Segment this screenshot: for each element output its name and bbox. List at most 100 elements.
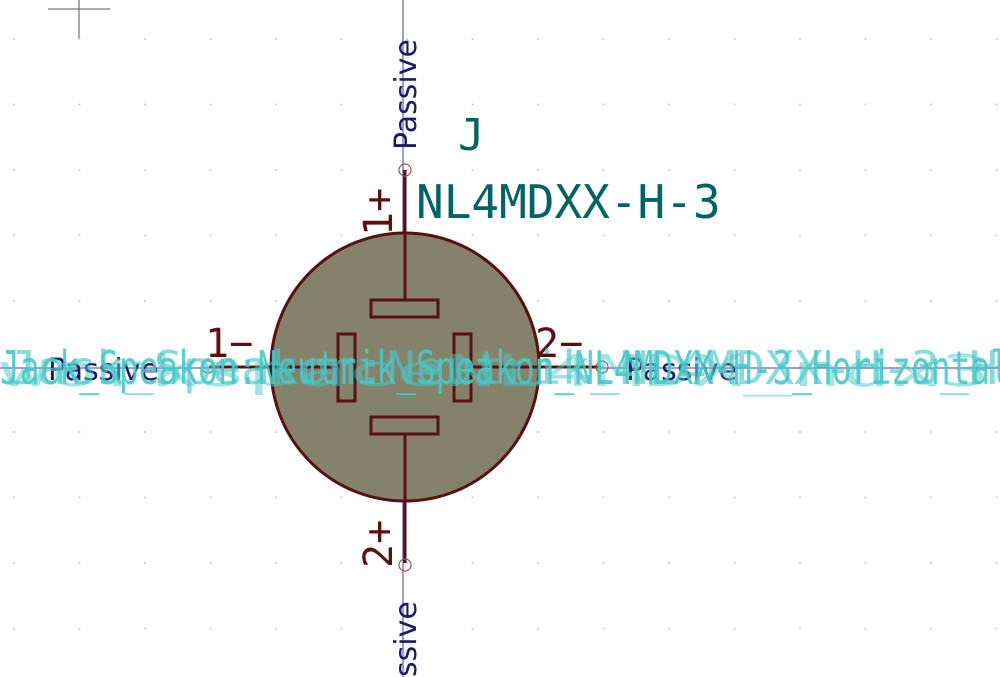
- grid-dot: [995, 365, 998, 368]
- grid-dot: [406, 103, 408, 106]
- grid-dot: [78, 562, 81, 564]
- grid-dot: [733, 496, 736, 499]
- grid-dot: [13, 234, 15, 237]
- grid-dot: [78, 300, 81, 302]
- grid-dot: [13, 169, 15, 171]
- grid-dot: [995, 300, 998, 302]
- grid-dot: [275, 169, 277, 171]
- contact-top: [369, 298, 440, 319]
- grid-dot: [13, 562, 15, 564]
- grid-dot: [602, 38, 605, 40]
- grid-dot: [930, 300, 932, 302]
- grid-dot: [864, 627, 867, 630]
- grid-dot: [799, 234, 801, 237]
- grid-dot: [602, 169, 605, 171]
- grid-dot: [995, 234, 998, 237]
- grid-dot: [733, 234, 736, 237]
- grid-dot: [13, 300, 15, 302]
- grid-dot: [78, 496, 81, 499]
- pin-end-circle-icon[interactable]: [398, 163, 412, 177]
- footprint-text: Jack_Speakon:Neutrik_Speakon_NL4MDXX-H-3…: [0, 341, 1000, 395]
- grid-dot: [537, 103, 539, 106]
- grid-dot: [144, 300, 146, 302]
- grid-dot: [275, 627, 277, 630]
- grid-dot: [209, 496, 212, 499]
- pin-type-left: Passive: [48, 353, 159, 388]
- pin-number-top: 1+: [356, 188, 402, 236]
- grid-dot: [995, 103, 998, 106]
- grid-dot: [668, 103, 670, 106]
- grid-dot: [275, 431, 277, 433]
- footprint-text-overlay: Jack_Speakon:Neutrik_NL4MDXX-H-3_H: [8, 341, 998, 395]
- grid-dot: [471, 103, 474, 106]
- grid-dot: [602, 496, 605, 499]
- pin-end-circle-icon[interactable]: [398, 558, 412, 572]
- grid-dot: [209, 38, 212, 40]
- grid-dot: [144, 234, 146, 237]
- grid-dot: [864, 562, 867, 564]
- grid-dot: [930, 169, 932, 171]
- grid-dot: [537, 562, 539, 564]
- grid-dot: [537, 431, 539, 433]
- grid-dot: [13, 38, 15, 40]
- grid-dot: [340, 496, 343, 499]
- grid-dot: [602, 431, 605, 433]
- footprint-field[interactable]: Jack_Speakon:Neutrik_Speakon_NL4MDXX-H-3…: [0, 341, 1000, 397]
- grid-dot: [799, 38, 801, 40]
- grid-dot: [799, 431, 801, 433]
- grid-dot: [733, 38, 736, 40]
- grid-dot: [340, 627, 343, 630]
- grid-dot: [930, 496, 932, 499]
- grid-dot: [602, 365, 605, 368]
- grid-dot: [668, 38, 670, 40]
- grid-dot: [209, 169, 212, 171]
- grid-dot: [78, 365, 81, 368]
- grid-dot: [733, 562, 736, 564]
- grid-dot: [668, 627, 670, 630]
- grid-dot: [471, 234, 474, 237]
- grid-dot: [930, 627, 932, 630]
- grid-dot: [340, 234, 343, 237]
- grid-dot: [78, 38, 81, 40]
- grid-dot: [733, 300, 736, 302]
- grid-dot: [209, 431, 212, 433]
- value-field[interactable]: NL4MDXX-H-3: [416, 175, 721, 229]
- reference-field[interactable]: J: [458, 110, 485, 161]
- grid-dot: [799, 300, 801, 302]
- grid-dot: [995, 431, 998, 433]
- grid-dot: [144, 562, 146, 564]
- grid-dot: [340, 103, 343, 106]
- grid-dot: [144, 169, 146, 171]
- grid-dot: [864, 431, 867, 433]
- grid-dot: [930, 562, 932, 564]
- grid-dot: [13, 496, 15, 499]
- pin-type-top: Passive: [389, 39, 424, 150]
- grid-dot: [864, 365, 867, 368]
- grid-dot: [537, 38, 539, 40]
- contact-left: [336, 332, 357, 403]
- grid-dot: [864, 38, 867, 40]
- grid-dot: [668, 169, 670, 171]
- grid-dot: [864, 103, 867, 106]
- grid-dot: [668, 496, 670, 499]
- grid-dot: [602, 627, 605, 630]
- pin-number-left: 1−: [205, 321, 253, 367]
- grid-dot: [78, 431, 81, 433]
- grid-dot: [209, 234, 212, 237]
- grid: [13, 38, 998, 630]
- grid-dot: [799, 103, 801, 106]
- grid-dot: [209, 562, 212, 564]
- connector-symbol[interactable]: [201, 163, 609, 572]
- grid-dot: [537, 169, 539, 171]
- grid-dot: [13, 431, 15, 433]
- pin-end-circle-icon[interactable]: [201, 360, 215, 374]
- grid-dot: [799, 365, 801, 368]
- grid-dot: [799, 496, 801, 499]
- grid-dot: [537, 300, 539, 302]
- grid-dot: [995, 169, 998, 171]
- footprint-text-overlay: workspaceNL4MDX_ndx3: [0, 346, 990, 397]
- grid-dot: [602, 562, 605, 564]
- pin-end-circle-icon[interactable]: [595, 360, 609, 374]
- grid-dot: [995, 496, 998, 499]
